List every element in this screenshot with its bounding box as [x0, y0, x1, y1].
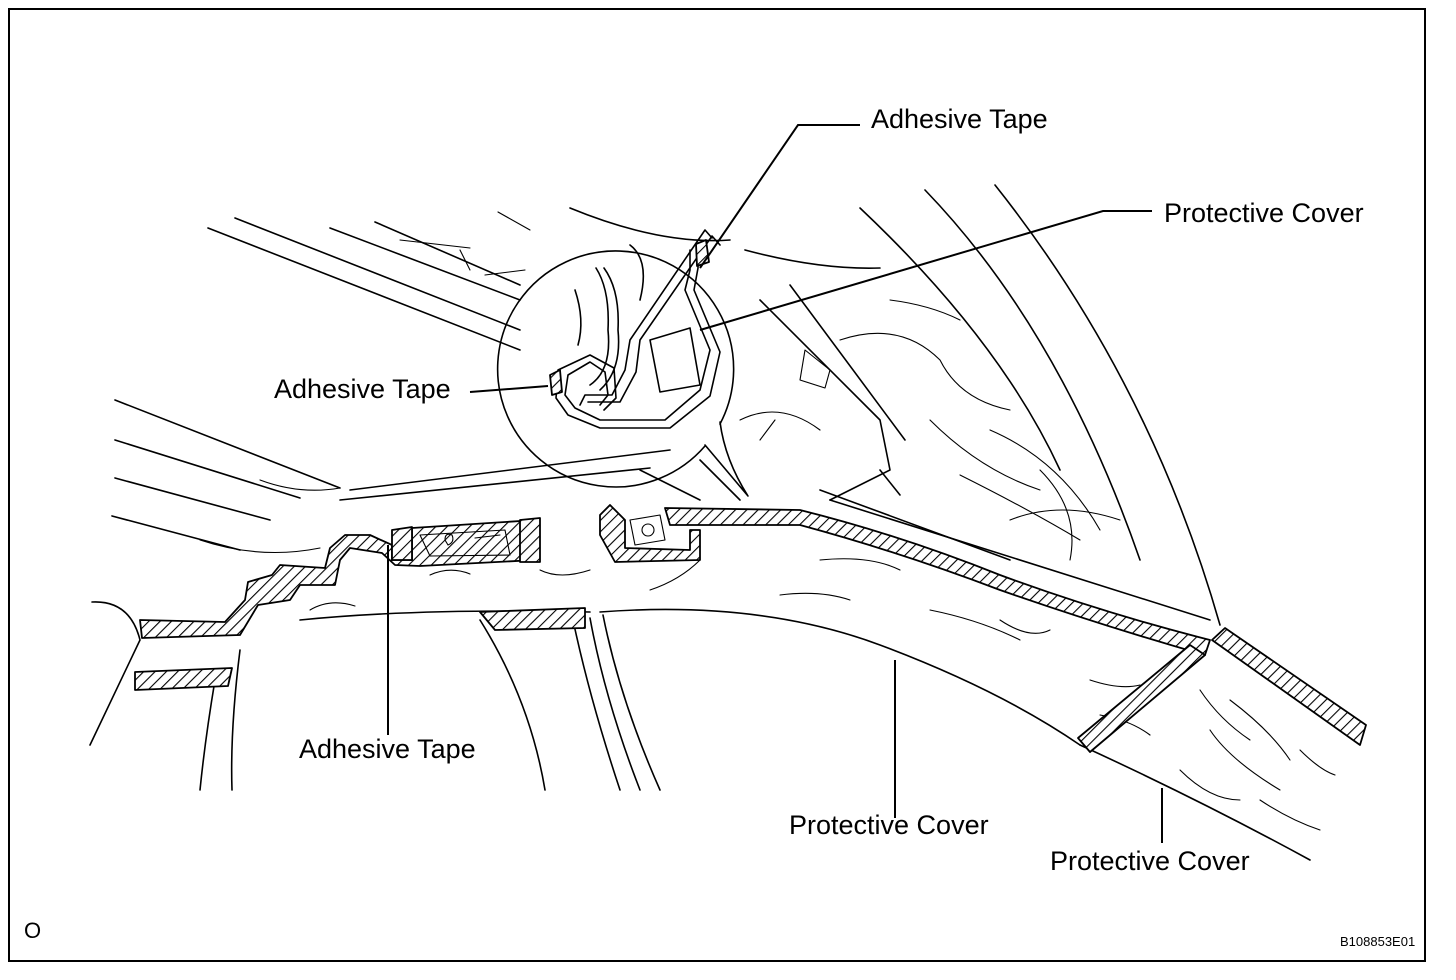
- label-adhesive-tape-top: Adhesive Tape: [871, 104, 1048, 134]
- label-protective-cover-mid: Protective Cover: [789, 810, 989, 840]
- detail-magnifier: [496, 229, 749, 497]
- vehicle-background-lines: [111, 184, 1221, 626]
- leader-lines: [387, 124, 1163, 843]
- label-adhesive-tape-bottom: Adhesive Tape: [299, 734, 476, 764]
- label-adhesive-tape-left: Adhesive Tape: [274, 374, 451, 404]
- label-protective-cover-right: Protective Cover: [1050, 846, 1250, 876]
- label-protective-cover-top: Protective Cover: [1164, 198, 1364, 228]
- hatched-cross-sections: [134, 504, 1367, 753]
- figure-code: B108853E01: [1340, 934, 1416, 949]
- figure-border: [8, 8, 1426, 962]
- corner-mark: O: [24, 918, 42, 943]
- lower-body-lines: [89, 558, 1336, 861]
